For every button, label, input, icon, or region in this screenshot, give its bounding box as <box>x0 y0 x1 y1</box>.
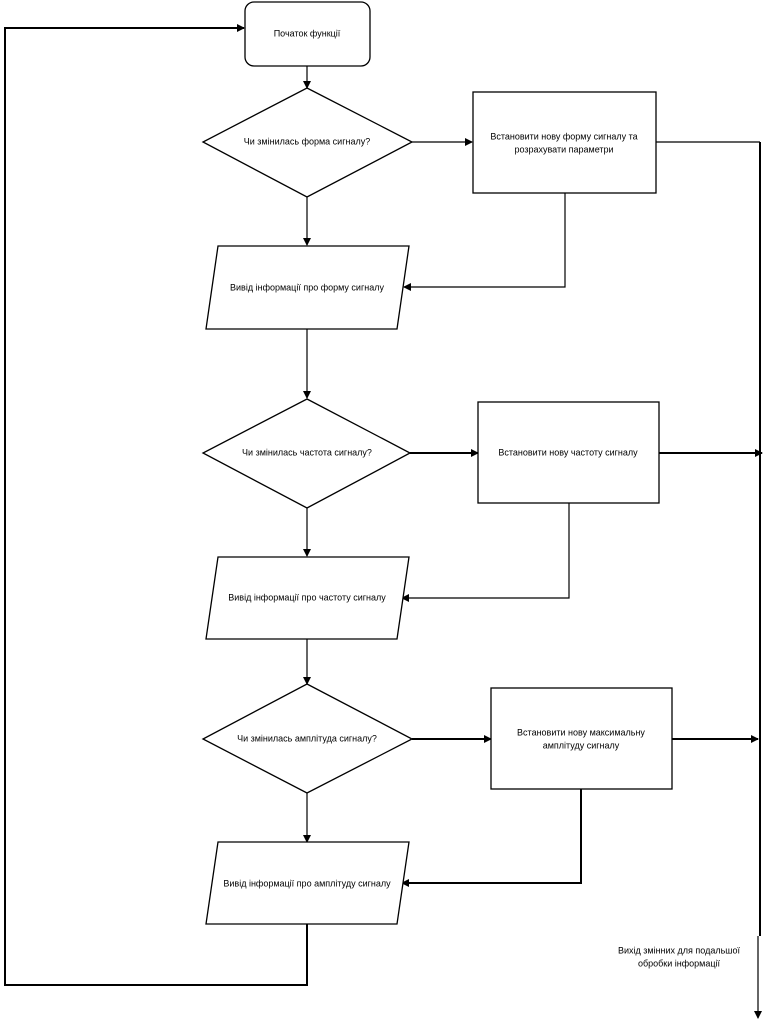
process-set-form: Встановити нову форму сигналу та розраху… <box>472 91 657 194</box>
decision-form-changed: Чи змінилась форма сигналу? <box>201 87 414 198</box>
exit-label-line2: обробки інформації <box>638 958 721 968</box>
output-form-label: Вивід інформації про форму сигналу <box>230 282 384 292</box>
decision-form-label: Чи змінилась форма сигналу? <box>244 136 370 146</box>
exit-annotation: Вихід змінних для подальшої обробки інфо… <box>618 945 741 968</box>
edge-set-freq-to-out-freq <box>401 503 570 602</box>
edge-set-amp-to-out-amp <box>401 789 582 887</box>
output-amplitude-info: Вивід інформації про амплітуду сигналу <box>205 841 410 925</box>
process-set-form-label-line2: розрахувати параметри <box>514 144 613 154</box>
output-amplitude-label: Вивід інформації про амплітуду сигналу <box>223 878 391 888</box>
output-frequency-info: Вивід інформації про частоту сигналу <box>205 556 410 640</box>
process-set-amplitude-label-line1: Встановити нову максимальну <box>517 727 645 737</box>
output-frequency-label: Вивід інформації про частоту сигналу <box>228 592 386 602</box>
decision-frequency-label: Чи змінилась частота сигналу? <box>242 447 372 457</box>
decision-amplitude-label: Чи змінилась амплітуда сигналу? <box>237 733 377 743</box>
edge-loop-back-to-start <box>4 24 308 986</box>
process-set-amplitude-label-line2: амплітуду сигналу <box>543 740 620 750</box>
start-node: Початок функції <box>244 1 371 67</box>
start-label: Початок функції <box>274 28 341 38</box>
process-set-amplitude: Встановити нову максимальну амплітуду си… <box>490 687 673 790</box>
process-set-frequency: Встановити нову частоту сигналу <box>477 401 660 504</box>
decision-frequency-changed: Чи змінилась частота сигналу? <box>201 398 412 509</box>
process-set-frequency-label: Встановити нову частоту сигналу <box>498 447 638 457</box>
exit-label-line1: Вихід змінних для подальшої <box>618 945 741 955</box>
decision-amplitude-changed: Чи змінилась амплітуда сигналу? <box>201 683 414 794</box>
output-form-info: Вивід інформації про форму сигналу <box>205 245 410 330</box>
process-set-form-label-line1: Встановити нову форму сигналу та <box>490 131 637 141</box>
edge-set-form-to-out-form <box>403 193 566 291</box>
